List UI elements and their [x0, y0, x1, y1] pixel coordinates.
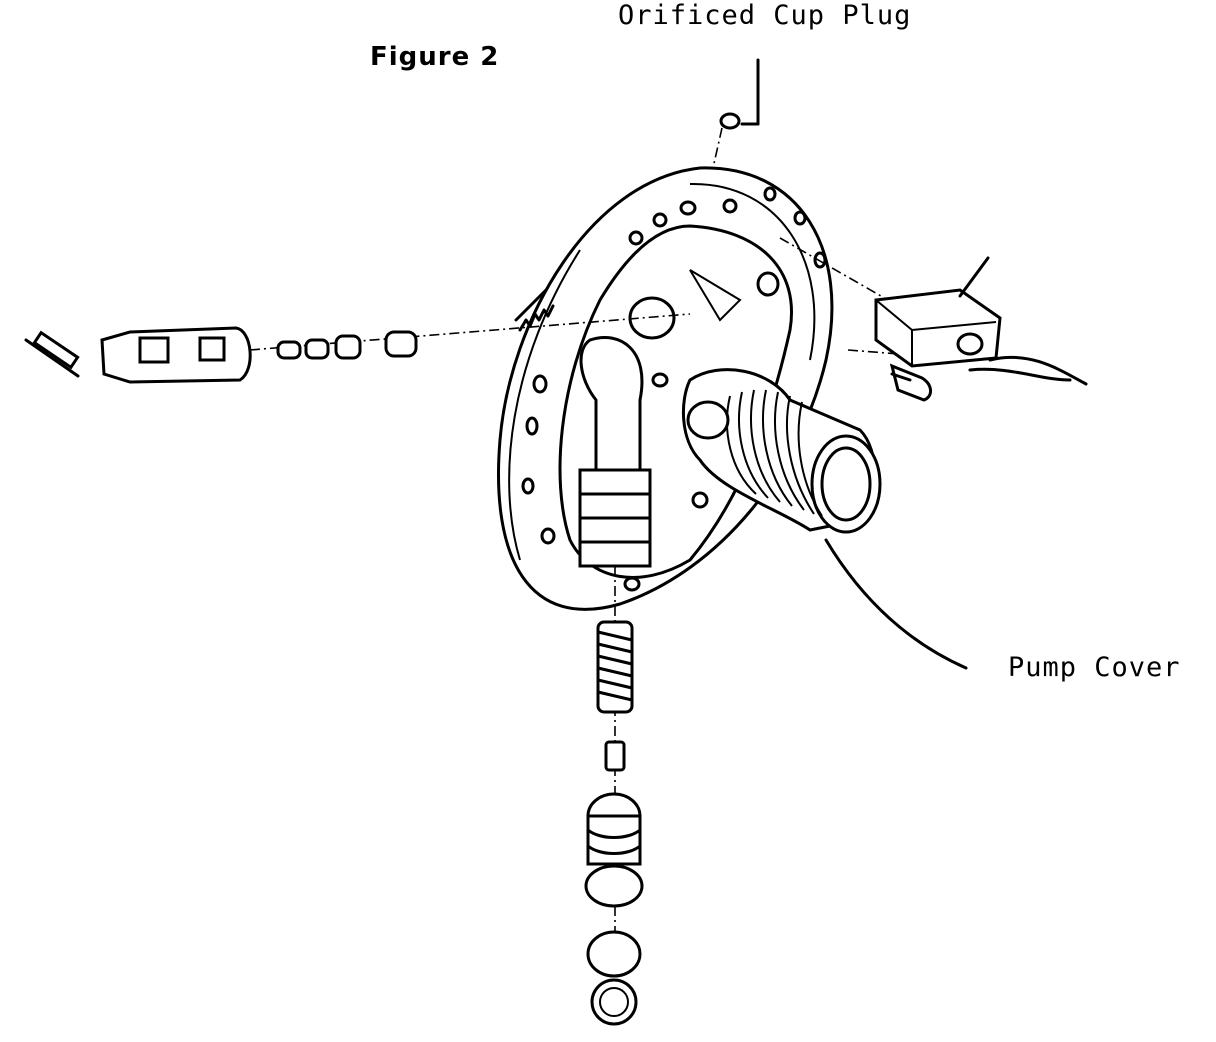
left-valve-assembly — [24, 313, 691, 384]
label-orificed-cup-plug: Orificed Cup Plug — [618, 0, 912, 31]
bottom-valve-stack — [584, 566, 644, 1026]
orificed-cup-plug-part — [719, 58, 760, 130]
pump-cover-leader-line — [824, 538, 968, 670]
label-pump-cover: Pump Cover — [1008, 652, 1181, 683]
pump-cover-body — [497, 166, 882, 611]
figure-title: Figure 2 — [370, 42, 500, 72]
solenoid-assembly — [779, 237, 1088, 402]
